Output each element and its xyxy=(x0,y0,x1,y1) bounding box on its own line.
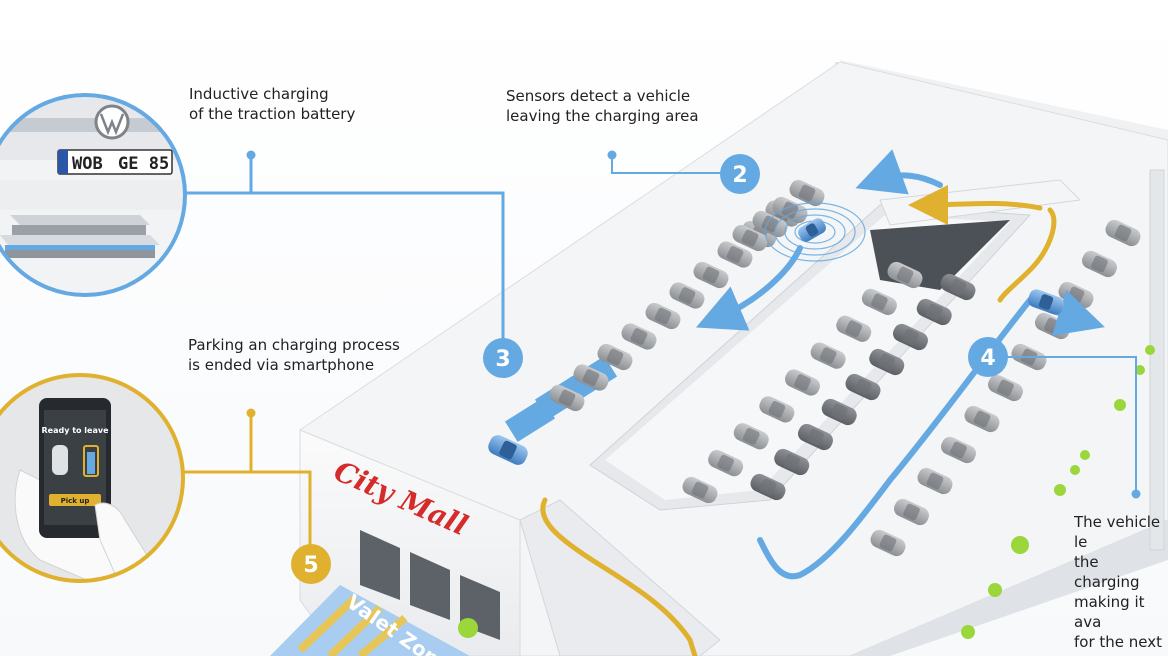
caption-vehicle-leaves: The vehicle le the charging making it av… xyxy=(1074,513,1163,656)
charging-car xyxy=(488,435,528,465)
badge-5-label: 5 xyxy=(303,553,318,578)
parked-car xyxy=(836,315,872,342)
parked-car xyxy=(789,179,825,207)
parked-car xyxy=(645,302,681,330)
parked-car xyxy=(964,405,1000,433)
charging-bay xyxy=(504,398,556,442)
badge-4: 4 xyxy=(968,337,1008,377)
parked-car xyxy=(573,364,609,391)
parked-car xyxy=(669,282,705,309)
parked-car xyxy=(861,288,897,316)
parked-car xyxy=(621,323,657,350)
parked-car xyxy=(597,343,633,371)
highlighted-cars xyxy=(488,218,1065,465)
parked-car xyxy=(988,374,1023,402)
inductive-charging-inset: WOB GE 85 xyxy=(0,93,187,297)
plate-left-text: WOB xyxy=(72,154,103,174)
plate-right-text: GE 85 xyxy=(118,154,169,174)
pick-up-button-label: Pick up xyxy=(61,497,90,505)
parked-cars xyxy=(549,179,1141,557)
badge-5: 5 xyxy=(291,544,331,584)
phone-status-text: Ready to leave xyxy=(41,426,109,435)
caption-sensors: Sensors detect a vehicle leaving the cha… xyxy=(506,87,699,125)
badge-2-label: 2 xyxy=(732,163,747,188)
car-icon xyxy=(52,445,68,475)
parked-car xyxy=(717,241,753,268)
caption-smartphone: Parking an charging process is ended via… xyxy=(188,336,400,374)
parked-car xyxy=(708,449,744,477)
parked-car xyxy=(1105,219,1141,247)
parked-car xyxy=(750,473,786,501)
pick-up-button[interactable] xyxy=(49,494,101,506)
battery-icon xyxy=(83,445,99,477)
parked-car xyxy=(917,467,953,495)
parked-car xyxy=(759,396,795,423)
callout-lines xyxy=(183,155,1137,563)
parked-car xyxy=(774,448,810,476)
parked-car xyxy=(893,323,928,351)
parked-car xyxy=(693,261,729,289)
parked-car xyxy=(732,224,768,252)
parked-car xyxy=(869,348,905,376)
parked-car xyxy=(785,369,820,396)
battery-plate-top xyxy=(10,215,150,225)
parked-car xyxy=(821,398,857,426)
parked-car xyxy=(845,373,881,401)
parked-car xyxy=(810,342,846,369)
parked-car xyxy=(916,298,952,326)
smartphone-inset: Ready to leave Pick up xyxy=(0,373,185,583)
parked-car xyxy=(1082,250,1117,278)
trees xyxy=(458,345,1155,639)
parked-car xyxy=(733,423,769,450)
badge-3-label: 3 xyxy=(495,347,510,372)
leaving-car xyxy=(1027,289,1065,315)
parked-car xyxy=(887,261,923,289)
parked-car xyxy=(798,423,833,451)
parked-car xyxy=(941,436,976,464)
badge-2: 2 xyxy=(720,154,760,194)
badge-4-label: 4 xyxy=(980,346,995,371)
departing-car xyxy=(798,218,826,242)
gold-vehicle-route xyxy=(540,184,1057,656)
parked-car xyxy=(549,384,585,412)
parked-car xyxy=(682,476,718,504)
parked-car xyxy=(940,273,976,301)
parked-car xyxy=(894,498,929,526)
badge-3: 3 xyxy=(483,338,523,378)
callout-dots xyxy=(246,150,1141,499)
parked-car xyxy=(870,529,906,557)
caption-inductive-charging: Inductive charging of the traction batte… xyxy=(189,85,356,123)
